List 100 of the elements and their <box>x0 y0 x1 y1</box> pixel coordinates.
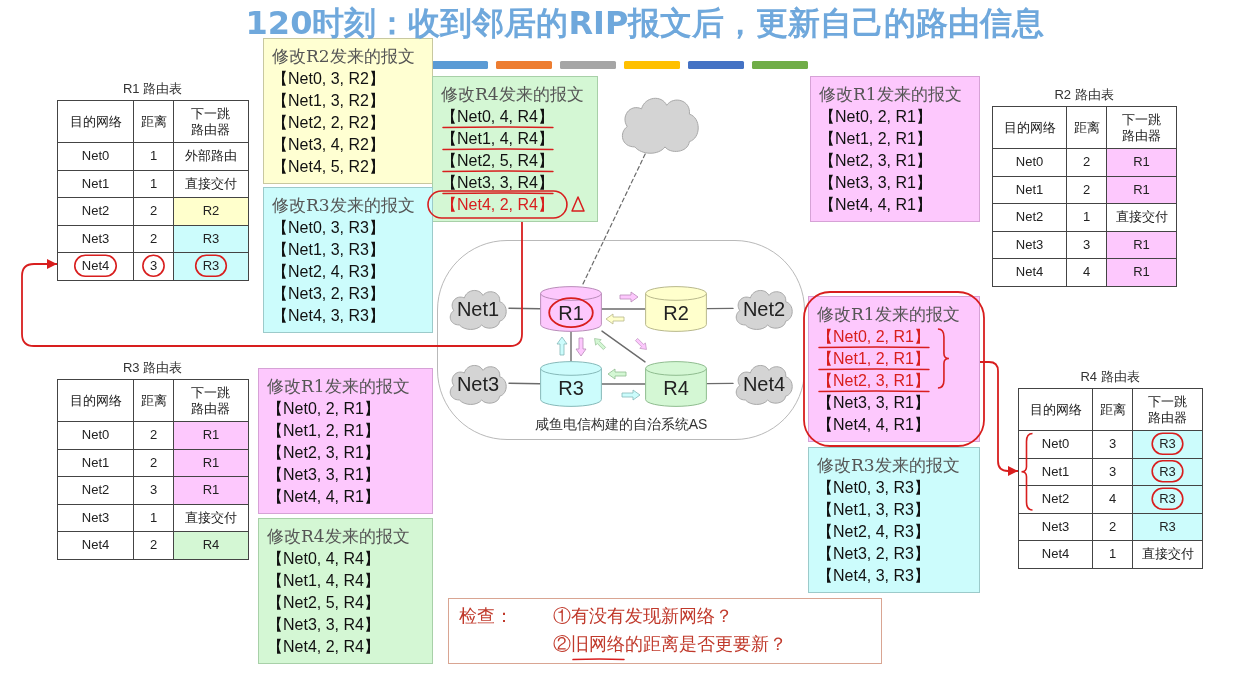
route-entry: 【Net0, 3, R3】 <box>817 479 930 496</box>
next-hop-value: 直接交付 <box>173 170 249 198</box>
arrow <box>979 361 1019 476</box>
distance-value: 2 <box>1092 513 1133 541</box>
link-line <box>601 330 646 363</box>
route-entry: 【Net3, 3, R4】 <box>441 174 554 191</box>
message-box <box>258 368 433 514</box>
route-entry: 【Net0, 2, R1】 <box>819 108 932 125</box>
next-hop-value: 直接交付 <box>173 504 249 532</box>
route-entry: 【Net2, 3, R1】 <box>817 372 930 389</box>
column-header: 下一跳路由器 <box>1132 388 1203 431</box>
route-entry: 【Net1, 3, R2】 <box>272 92 385 109</box>
route-entry: 【Net2, 5, R4】 <box>441 152 554 169</box>
route-entry: 【Net4, 4, R1】 <box>817 416 930 433</box>
router-label: R4 <box>663 377 689 399</box>
link-line <box>601 383 646 385</box>
route-entry: 【Net1, 3, R3】 <box>817 501 930 518</box>
network-name: Net0 <box>57 421 134 449</box>
next-hop-value: 外部路由 <box>173 142 249 170</box>
network-label: Net1 <box>456 298 500 320</box>
table-title: R3 路由表 <box>121 359 184 377</box>
network-label: Net3 <box>456 373 500 395</box>
note-heading: 检查： <box>459 604 513 628</box>
distance-value: 3 <box>133 252 174 280</box>
router-label: R3 <box>558 377 584 399</box>
column-header: 下一跳路由器 <box>173 100 249 143</box>
next-hop-value: R1 <box>1106 148 1177 176</box>
link-line <box>581 153 646 287</box>
message-box <box>258 518 433 664</box>
distance-value: 2 <box>1066 148 1107 176</box>
distance-value: 1 <box>133 170 174 198</box>
next-hop-value: R1 <box>173 421 249 449</box>
route-entry: 【Net3, 3, R1】 <box>267 466 380 483</box>
next-hop-value: R3 <box>1132 513 1203 541</box>
route-entry: 【Net2, 3, R1】 <box>819 152 932 169</box>
slide-title: 120时刻：收到邻居的RIP报文后，更新自己的路由信息 <box>245 4 1045 42</box>
message-heading: 修改R1发来的报文 <box>819 83 962 106</box>
route-entry: 【Net0, 4, R4】 <box>441 108 554 125</box>
distance-value: 2 <box>133 197 174 225</box>
route-entry: 【Net0, 3, R2】 <box>272 70 385 87</box>
route-entry: 【Net2, 4, R3】 <box>817 523 930 540</box>
network-name: Net2 <box>57 197 134 225</box>
network-label: Net4 <box>742 373 786 395</box>
route-entry: 【Net3, 3, R4】 <box>267 616 380 633</box>
network-name: Net3 <box>992 231 1067 259</box>
distance-value: 1 <box>133 504 174 532</box>
link-line <box>508 382 541 385</box>
distance-value: 1 <box>133 142 174 170</box>
message-heading: 修改R2发来的报文 <box>272 45 415 68</box>
distance-value: 1 <box>1092 540 1133 568</box>
column-header: 距离 <box>133 379 174 422</box>
arrow <box>21 221 523 347</box>
route-entry: 【Net2, 3, R1】 <box>267 444 380 461</box>
route-entry: 【Net3, 2, R3】 <box>272 285 385 302</box>
route-entry: 【Net2, 4, R3】 <box>272 263 385 280</box>
link-line <box>508 307 541 310</box>
route-entry: 【Net1, 2, R1】 <box>267 422 380 439</box>
link-line <box>570 331 572 362</box>
column-header: 目的网络 <box>57 379 134 422</box>
next-hop-value: R4 <box>173 531 249 559</box>
router-label: R1 <box>558 302 584 324</box>
network-name: Net4 <box>57 531 134 559</box>
message-heading: 修改R3发来的报文 <box>817 454 960 477</box>
next-hop-value: 直接交付 <box>1106 203 1177 231</box>
route-entry: 【Net4, 2, R4】 <box>441 196 554 213</box>
message-box <box>263 187 433 333</box>
network-name: Net0 <box>992 148 1067 176</box>
route-entry: 【Net3, 4, R2】 <box>272 136 385 153</box>
route-entry: 【Net4, 5, R2】 <box>272 158 385 175</box>
network-name: Net3 <box>57 225 134 253</box>
network-name: Net4 <box>992 258 1067 286</box>
route-entry: 【Net3, 3, R1】 <box>817 394 930 411</box>
link-line <box>706 307 734 310</box>
route-entry: 【Net1, 2, R1】 <box>817 350 930 367</box>
network-name: Net1 <box>57 170 134 198</box>
network-name: Net4 <box>1018 540 1093 568</box>
route-entry: 【Net1, 4, R4】 <box>267 572 380 589</box>
column-header: 距离 <box>1066 106 1107 149</box>
message-box <box>808 447 980 593</box>
route-entry: 【Net4, 2, R4】 <box>267 638 380 655</box>
route-entry: 【Net2, 5, R4】 <box>267 594 380 611</box>
column-header: 距离 <box>1092 388 1133 431</box>
message-heading: 修改R3发来的报文 <box>272 194 415 217</box>
distance-value: 2 <box>133 449 174 477</box>
route-entry: 【Net0, 4, R4】 <box>267 550 380 567</box>
route-entry: 【Net4, 3, R3】 <box>817 567 930 584</box>
next-hop-value: R2 <box>173 197 249 225</box>
next-hop-value: R1 <box>1106 231 1177 259</box>
route-entry: 【Net1, 4, R4】 <box>441 130 554 147</box>
route-entry: 【Net3, 2, R3】 <box>817 545 930 562</box>
distance-value: 3 <box>133 476 174 504</box>
distance-value: 2 <box>133 225 174 253</box>
link-line <box>706 382 734 385</box>
message-heading: 修改R4发来的报文 <box>267 525 410 548</box>
distance-value: 3 <box>1092 430 1133 458</box>
distance-value: 4 <box>1092 485 1133 513</box>
network-name: Net2 <box>1018 485 1093 513</box>
route-entry: 【Net4, 4, R1】 <box>267 488 380 505</box>
next-hop-value: R1 <box>173 476 249 504</box>
note-box <box>448 598 882 664</box>
